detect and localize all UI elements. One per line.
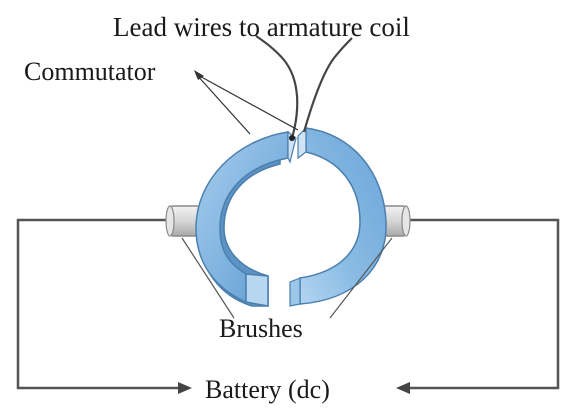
label-battery: Battery (dc): [205, 375, 330, 404]
lead-wire-right: [302, 37, 353, 133]
label-commutator: Commutator: [24, 57, 156, 86]
brushes-leader: [329, 237, 393, 319]
circuit-wire: [16, 218, 178, 390]
arrow-right-icon: [178, 382, 192, 394]
arrow-icon: [194, 70, 204, 80]
commutator-leader: [195, 73, 299, 131]
brushes-leader: [181, 237, 235, 319]
commutator-leader: [195, 73, 251, 135]
wire-joint-dot: [289, 135, 295, 141]
circuit-wire: [405, 218, 560, 390]
arrow-left-icon: [396, 382, 410, 394]
lead-wire-left: [255, 35, 299, 139]
commutator-segment-right: [289, 126, 387, 307]
commutator-segment-left: [195, 130, 297, 307]
label-brushes: Brushes: [219, 314, 303, 343]
brush-left: [165, 205, 201, 237]
label-lead-wires: Lead wires to armature coil: [113, 12, 410, 42]
